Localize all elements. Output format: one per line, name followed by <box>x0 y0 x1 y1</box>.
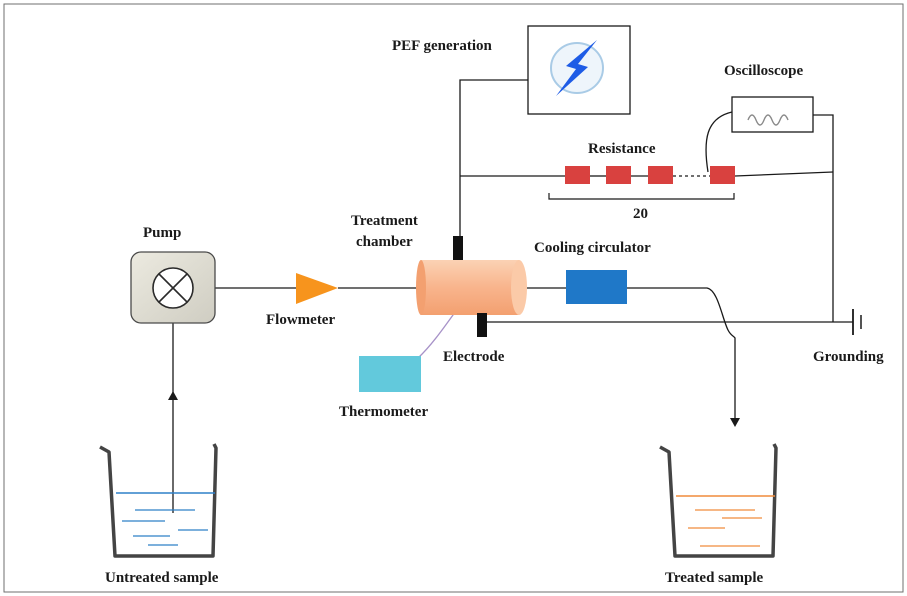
resistor-4 <box>710 166 735 184</box>
chamber-body <box>421 260 519 315</box>
thermometer-box <box>359 356 421 392</box>
figure-border <box>3 3 904 593</box>
pipe-cooling-treated <box>627 287 736 425</box>
labels: PEF generation Oscilloscope Resistance 2… <box>105 38 884 586</box>
label-treatment-chamber-line1: Treatment <box>351 213 418 229</box>
label-cooling-circulator: Cooling circulator <box>534 240 651 256</box>
sine-wave-icon <box>747 114 789 126</box>
chamber-cap-right <box>511 260 527 315</box>
label-flowmeter: Flowmeter <box>266 312 335 328</box>
label-grounding: Grounding <box>813 349 884 365</box>
label-treatment-chamber-line2: chamber <box>356 234 413 250</box>
label-pump: Pump <box>143 225 181 241</box>
electrode-top <box>453 236 463 260</box>
label-resistance: Resistance <box>588 141 656 157</box>
untreated-beaker-glass <box>99 443 218 558</box>
resistor-chain <box>548 166 735 200</box>
pump <box>130 251 216 324</box>
resistor-2 <box>606 166 631 184</box>
wiring <box>168 79 862 513</box>
pump-dial-cross-2 <box>158 273 188 303</box>
oscilloscope-probe-wire <box>705 111 733 173</box>
chamber-cap-left <box>416 260 426 315</box>
label-oscilloscope: Oscilloscope <box>724 63 804 79</box>
label-resistance-count: 20 <box>633 206 648 222</box>
label-treated-sample: Treated sample <box>665 570 764 586</box>
pef-generator <box>527 25 631 115</box>
resistor-1 <box>565 166 590 184</box>
label-thermometer: Thermometer <box>339 404 428 420</box>
oscilloscope-box <box>731 96 814 133</box>
label-pef-generation: PEF generation <box>392 38 493 54</box>
oscilloscope-ground-wire <box>813 114 834 322</box>
pef-to-electrode-wire <box>459 79 528 236</box>
label-untreated-sample: Untreated sample <box>105 570 219 586</box>
lightning-icon <box>556 40 597 96</box>
flow-arrow-down <box>730 418 740 427</box>
resistance-line-right <box>734 171 834 177</box>
resistor-3 <box>648 166 673 184</box>
flowmeter-icon <box>296 273 338 304</box>
cooling-circulator-box <box>566 270 627 304</box>
treated-beaker-glass <box>659 443 778 558</box>
untreated-beaker <box>99 443 218 558</box>
oscilloscope <box>731 96 814 133</box>
treatment-chamber <box>416 236 527 337</box>
flow-arrow-up <box>168 391 178 400</box>
electrode-bottom <box>477 313 487 337</box>
label-electrode: Electrode <box>443 349 505 365</box>
treated-beaker <box>659 443 778 558</box>
resistor-count-bracket <box>548 193 735 200</box>
